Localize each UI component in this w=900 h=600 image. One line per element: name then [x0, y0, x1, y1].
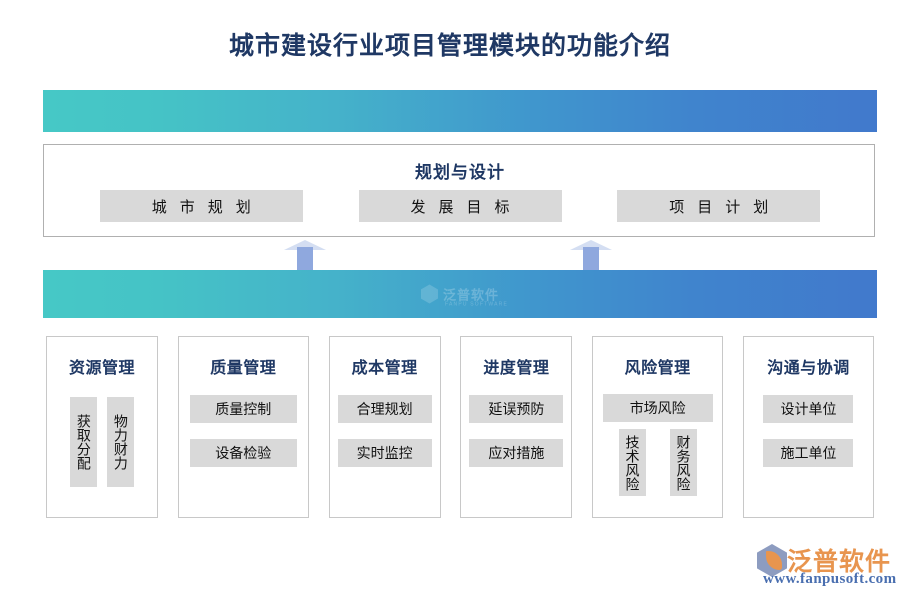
chip-construction-unit[interactable]: 施工单位 [763, 439, 854, 467]
arrow-head [284, 240, 326, 250]
chip-delay-prevention[interactable]: 延误预防 [469, 395, 564, 423]
chip-technical-risk[interactable]: 技术风险 [618, 429, 646, 496]
card-body: 质量控制 设备检验 [179, 385, 308, 529]
up-arrow-icon-left [284, 240, 326, 273]
watermark-brand-sub: FANPU SOFTWARE [444, 301, 509, 308]
chip-acquire-allocate[interactable]: 获取分配 [70, 397, 97, 487]
card-body: 市场风险 技术风险 财务风险 [593, 385, 722, 519]
brand-name: 泛普软件 [787, 548, 892, 576]
card-title: 资源管理 [68, 360, 135, 377]
card-risk-management[interactable]: 风险管理 市场风险 技术风险 财务风险 [592, 336, 724, 519]
card-body: 获取分配 物力财力 [47, 385, 157, 519]
planning-chip-city-plan[interactable]: 城市规划 [99, 190, 303, 222]
chip-design-unit[interactable]: 设计单位 [763, 395, 854, 423]
chip-realtime-monitoring[interactable]: 实时监控 [337, 439, 432, 467]
chip-equipment-inspection[interactable]: 设备检验 [189, 439, 297, 467]
brand-mark-icon [420, 284, 438, 304]
card-progress-management[interactable]: 进度管理 延误预防 应对措施 [460, 336, 573, 518]
planning-chip-project-plan[interactable]: 项目计划 [617, 190, 821, 222]
chip-quality-control[interactable]: 质量控制 [189, 395, 297, 423]
card-title: 成本管理 [351, 360, 418, 377]
card-title: 风险管理 [624, 360, 691, 377]
arrow-head [570, 240, 612, 250]
vertical-chip-pair: 技术风险 财务风险 [618, 429, 697, 496]
card-communication-coordination[interactable]: 沟通与协调 设计单位 施工单位 [742, 336, 874, 518]
up-arrow-icon-right [570, 240, 612, 273]
chip-reasonable-planning[interactable]: 合理规划 [337, 395, 432, 423]
top-gradient-bar [43, 90, 877, 132]
card-body: 延误预防 应对措施 [461, 385, 571, 529]
watermark-brand-name: 泛普软件 [442, 287, 500, 303]
watermark-logo: 泛普软件 FANPU SOFTWARE [420, 284, 507, 308]
brand-logo: 泛普软件 www.fanpusoft.com [757, 540, 896, 588]
planning-design-title: 规划与设计 [415, 163, 505, 182]
card-body: 设计单位 施工单位 [744, 385, 873, 529]
card-body: 合理规划 实时监控 [330, 385, 440, 529]
card-quality-management[interactable]: 质量管理 质量控制 设备检验 [177, 336, 309, 518]
function-cards-row: 资源管理 获取分配 物力财力 质量管理 质量控制 设备检验 成本管理 合理规划 … [46, 336, 874, 518]
brand-mark-icon [757, 544, 787, 577]
swoosh-shape [766, 551, 782, 570]
card-title: 进度管理 [483, 360, 550, 377]
bottom-gradient-bar: 泛普软件 FANPU SOFTWARE [43, 270, 877, 318]
planning-design-panel: 规划与设计 城市规划 发展目标 项目计划 [43, 144, 875, 237]
chip-market-risk[interactable]: 市场风险 [602, 394, 713, 422]
arrow-shaft [297, 247, 313, 273]
chip-material-financial[interactable]: 物力财力 [107, 397, 134, 487]
arrow-shaft [583, 247, 599, 273]
brand-url: www.fanpusoft.com [763, 571, 897, 587]
card-title: 沟通与协调 [767, 360, 850, 377]
chip-financial-risk[interactable]: 财务风险 [669, 429, 697, 496]
vertical-chip-pair: 获取分配 物力财力 [70, 397, 134, 487]
planning-chip-group: 城市规划 发展目标 项目计划 [44, 190, 876, 222]
page-title: 城市建设行业项目管理模块的功能介绍 [228, 33, 671, 60]
card-cost-management[interactable]: 成本管理 合理规划 实时监控 [328, 336, 441, 518]
card-resource-management[interactable]: 资源管理 获取分配 物力财力 [46, 336, 158, 518]
chip-response-measures[interactable]: 应对措施 [469, 439, 564, 467]
planning-chip-development-goal[interactable]: 发展目标 [358, 190, 562, 222]
card-title: 质量管理 [210, 360, 277, 377]
